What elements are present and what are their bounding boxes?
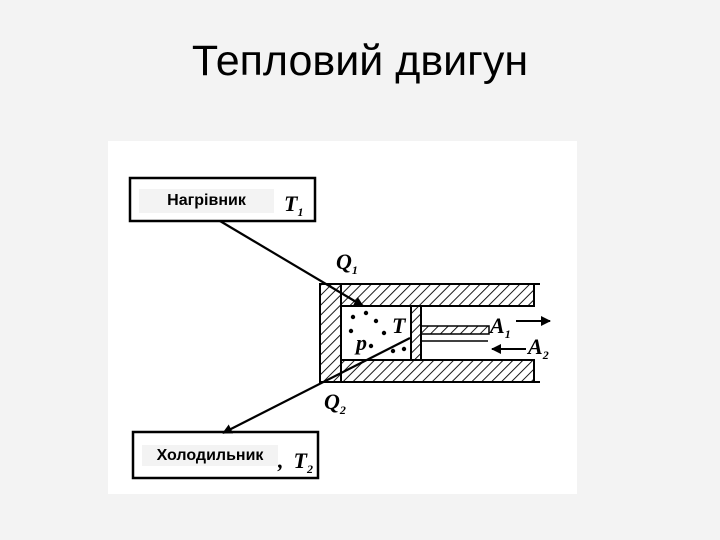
cooler-label: Холодильник (142, 445, 278, 466)
piston-rod (420, 325, 490, 335)
heat-engine-diagram: T1 ,T2 Q1 Q2 p T A1 A2 Нагрівник Холодил… (108, 141, 577, 494)
heat-in-label: Q1 (336, 249, 358, 277)
cylinder (319, 283, 540, 383)
cylinder-bottom-wall (319, 283, 342, 383)
cooler-temperature: ,T2 (277, 448, 313, 476)
piston (410, 305, 422, 361)
heat-in-arrow (219, 220, 364, 307)
cylinder-lower-wall (340, 359, 535, 383)
heat-engine-drawing: T1 ,T2 Q1 Q2 p T A1 A2 (128, 176, 551, 480)
heat-out-arrow (222, 337, 411, 434)
gas-particles (348, 310, 407, 354)
work-out-label: A1 (488, 313, 511, 341)
gas-temperature-label: T (392, 313, 407, 338)
heater-label: Нагрівник (139, 189, 274, 213)
gas-pressure-label: p (354, 330, 367, 355)
work-in-label: A2 (526, 334, 549, 362)
cylinder-top-wall (340, 283, 535, 307)
heat-out-label: Q2 (324, 389, 346, 417)
heater-temperature: T1 (284, 191, 303, 219)
slide-title: Тепловий двигун (191, 37, 529, 85)
